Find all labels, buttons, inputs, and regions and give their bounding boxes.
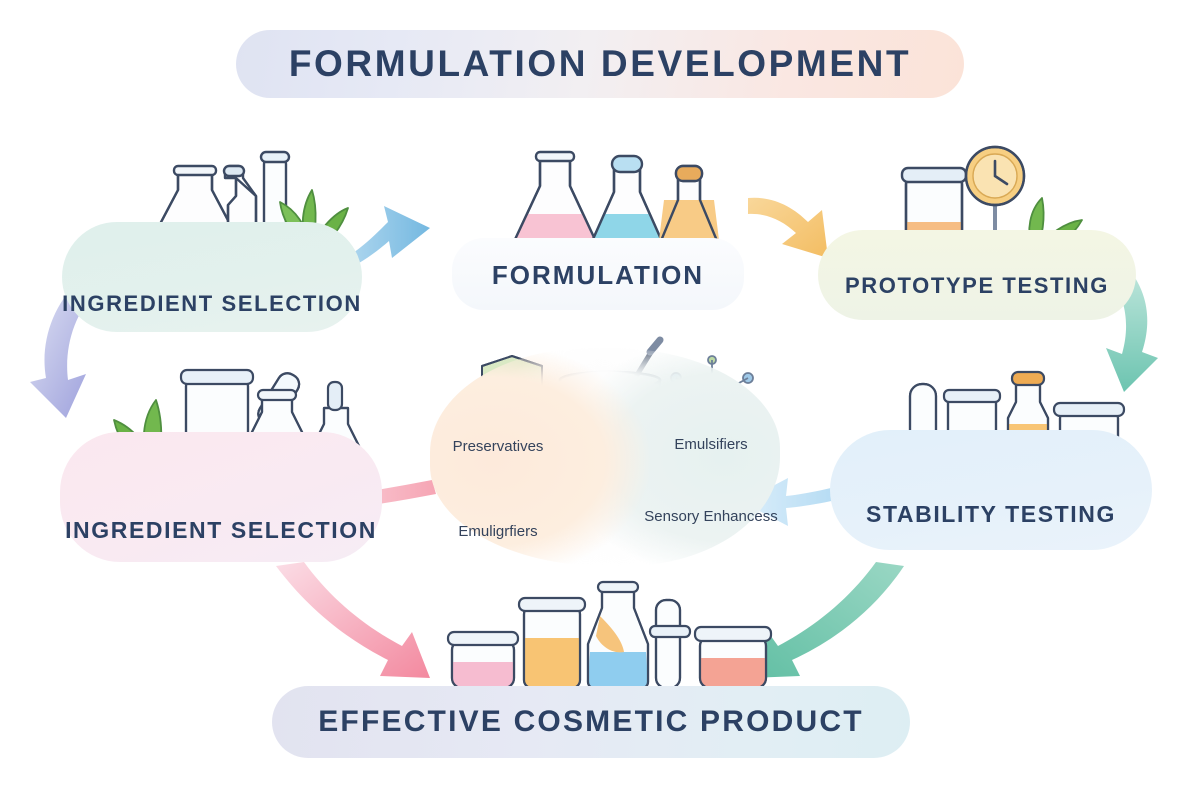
arrow-ingredient-to-product <box>276 562 430 678</box>
outcome-label: EFFECTIVE COSMETIC PRODUCT <box>318 704 864 738</box>
center-blob-background <box>430 348 780 566</box>
center-ingredient-cluster: Preservatives Emuligrfiers Emulsifiers S… <box>430 348 780 566</box>
arrow-formulation-to-prototype <box>748 197 828 258</box>
stage-card-ingredient-selection-top[interactable]: INGREDIENT SELECTION <box>62 222 362 332</box>
stage-card-ingredient-selection-bottom[interactable]: INGREDIENT SELECTION <box>60 432 382 562</box>
center-label-emulsifiers: Emulsifiers <box>674 436 748 453</box>
stage-card-prototype-testing[interactable]: PROTOTYPE TESTING <box>818 230 1136 320</box>
outcome-banner[interactable]: EFFECTIVE COSMETIC PRODUCT <box>272 686 910 758</box>
stage-label-ingredient-selection-bottom: INGREDIENT SELECTION <box>65 516 377 543</box>
stage-label-formulation: FORMULATION <box>491 260 705 291</box>
stage-card-formulation[interactable]: FORMULATION <box>452 238 744 310</box>
center-label-sensory-enhancers: Sensory Enhancess <box>644 508 778 525</box>
center-label-emulgrfiers: Emuligrfiers <box>458 523 538 540</box>
page-title: FORMULATION DEVELOPMENT <box>236 30 964 98</box>
stage-label-stability-testing: STABILITY TESTING <box>866 500 1116 527</box>
illustration-product-lineup <box>446 580 773 690</box>
stage-label-prototype-testing: PROTOTYPE TESTING <box>845 273 1109 299</box>
stage-card-stability-testing[interactable]: STABILITY TESTING <box>830 430 1152 550</box>
stage-label-ingredient-selection-top: INGREDIENT SELECTION <box>62 291 362 317</box>
center-label-preservatives: Preservatives <box>452 438 544 455</box>
page-title-text: FORMULATION DEVELOPMENT <box>288 43 912 84</box>
arrow-stability-to-product <box>750 562 904 678</box>
